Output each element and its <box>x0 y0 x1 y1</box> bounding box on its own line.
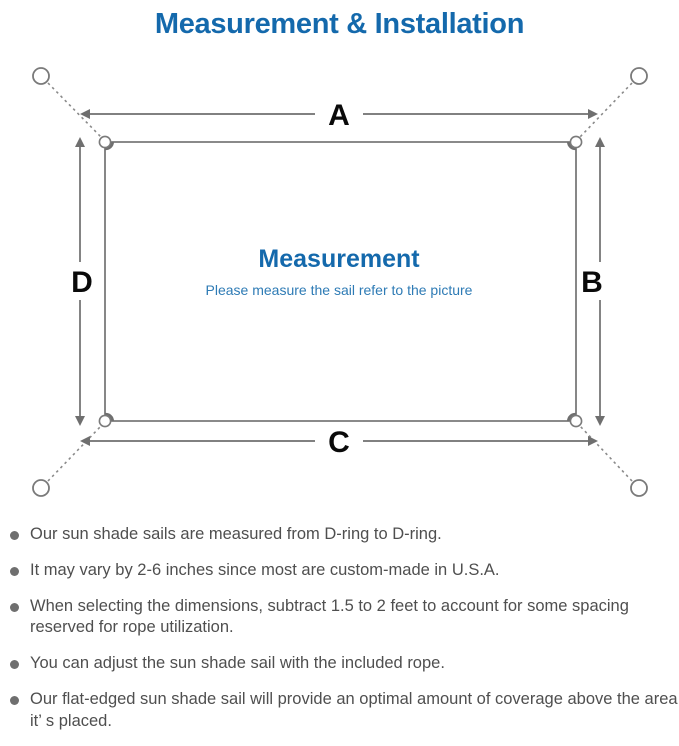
dimension-label-d: D <box>71 266 93 299</box>
list-item: You can adjust the sun shade sail with t… <box>10 653 679 675</box>
measurement-diagram: A C D B Measurement Please measure the s… <box>0 52 679 517</box>
dimension-label-c: C <box>328 426 350 459</box>
d-ring-top-left <box>98 135 115 151</box>
rope-line-bottom-right <box>579 425 633 482</box>
note-text: It may vary by 2-6 inches since most are… <box>30 560 500 579</box>
list-item: Our sun shade sails are measured from D-… <box>10 524 679 546</box>
anchor-ring-bottom-left <box>32 479 50 497</box>
page-title: Measurement & Installation <box>154 8 525 40</box>
anchor-ring-top-right <box>630 67 648 85</box>
d-ring-bottom-left <box>98 412 115 428</box>
dimension-label-a: A <box>328 99 350 132</box>
bullet-icon <box>10 695 19 705</box>
rope-lines <box>47 82 633 482</box>
notes-list: Our sun shade sails are measured from D-… <box>10 524 679 746</box>
note-text: Our sun shade sails are measured from D-… <box>30 525 442 543</box>
list-item: When selecting the dimensions, subtract … <box>10 596 679 640</box>
sail-rectangle <box>104 141 577 422</box>
note-text: You can adjust the sun shade sail with t… <box>30 654 445 673</box>
note-text: When selecting the dimensions, subtract … <box>30 596 629 637</box>
d-ring-top-right <box>566 135 583 151</box>
list-item: It may vary by 2-6 inches since most are… <box>10 560 679 582</box>
d-rings <box>98 135 583 428</box>
d-ring-bottom-right <box>566 412 583 428</box>
anchor-ring-bottom-right <box>630 479 648 497</box>
bullet-icon <box>10 660 19 670</box>
rope-line-top-left <box>47 82 102 138</box>
anchor-ring-top-left <box>32 67 50 85</box>
diagram-center-subtitle: Please measure the sail refer to the pic… <box>206 282 473 298</box>
dimension-label-b: B <box>581 266 603 299</box>
bullet-icon <box>10 602 19 612</box>
rope-line-top-right <box>579 82 633 138</box>
list-item: Our flat-edged sun shade sail will provi… <box>10 689 679 733</box>
diagram-center-title: Measurement <box>258 245 420 273</box>
bullet-icon <box>10 566 19 576</box>
note-text: Our flat-edged sun shade sail will provi… <box>30 689 678 730</box>
rope-line-bottom-left <box>47 425 102 482</box>
bullet-icon <box>10 531 19 540</box>
anchor-rings <box>32 67 648 497</box>
